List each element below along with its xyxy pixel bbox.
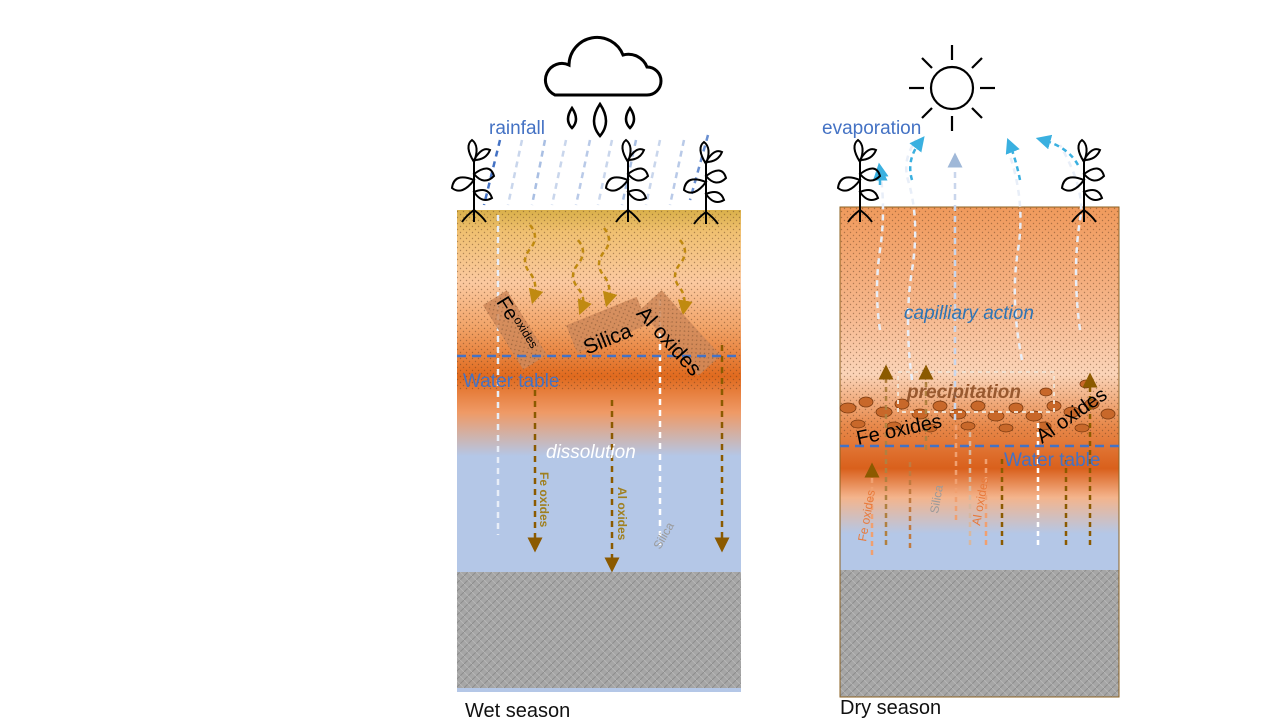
precipitation-label: precipitation bbox=[906, 382, 1021, 403]
dry-water-table-label: Water table bbox=[1004, 450, 1100, 471]
wet-water-table-label: Water table bbox=[463, 371, 559, 392]
precipitation-box bbox=[897, 371, 1055, 413]
dissolution-label: dissolution bbox=[546, 442, 636, 463]
al-oxides-small-label: Al oxides bbox=[615, 487, 629, 541]
fe-oxides-small-label: Fe oxides bbox=[537, 472, 551, 528]
rain-cloud-icon bbox=[543, 35, 663, 138]
fe-oxide-block bbox=[482, 290, 548, 370]
al-oxide-block bbox=[639, 290, 721, 376]
rainfall-label: rainfall bbox=[489, 118, 545, 139]
capillary-arrows bbox=[873, 139, 1083, 420]
capillary-action-label: capilliary action bbox=[904, 303, 1034, 324]
dry-season-column: evaporation capilliary action precipitat… bbox=[822, 118, 1120, 698]
silica-block bbox=[566, 296, 648, 354]
upward-oxide-arrows bbox=[864, 364, 1098, 555]
wet-season-caption: Wet season bbox=[465, 700, 571, 722]
evaporation-label: evaporation bbox=[822, 118, 921, 139]
dry-season-caption: Dry season bbox=[840, 697, 942, 719]
dry-silica-small-label: Silica bbox=[927, 484, 946, 515]
wet-season-column: rainfall Fe oxides Silica Al oxides Wate… bbox=[457, 118, 741, 692]
plant-icon bbox=[836, 138, 882, 223]
leaching-arrows bbox=[496, 215, 730, 573]
plant-icon bbox=[1060, 138, 1106, 223]
plant-icon bbox=[604, 138, 650, 223]
concretion-band bbox=[839, 379, 1116, 433]
evaporation-arrows bbox=[872, 134, 1080, 185]
rain-streaks bbox=[482, 134, 710, 206]
infiltration-arrows bbox=[523, 224, 693, 316]
sun-icon bbox=[909, 45, 995, 131]
plant-icon bbox=[450, 138, 496, 223]
plant-icon bbox=[682, 140, 728, 225]
